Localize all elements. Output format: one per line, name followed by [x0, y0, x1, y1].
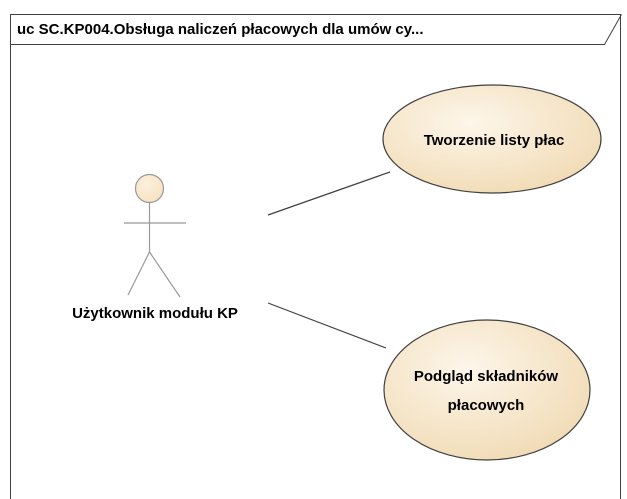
use-case-label-line-2: płacowych [448, 397, 525, 414]
actor-left-leg [127, 251, 151, 296]
use-case-label: Tworzenie listy płac [424, 132, 565, 149]
actor-name: Użytkownik modułu KP [72, 305, 238, 322]
actor-figure[interactable] [124, 173, 186, 298]
actor-head [134, 173, 165, 204]
use-case-ellipse [383, 319, 591, 461]
diagram-title-tab [10, 14, 622, 45]
association-line-tworzenie [267, 171, 391, 216]
association-line-podglad [267, 302, 387, 349]
actor-right-leg [149, 251, 181, 298]
use-case-ellipse [382, 84, 602, 194]
diagram-title: uc SC.KP004.Obsługa naliczeń płacowych d… [17, 21, 424, 38]
use-case-label-line-1: Podgląd składników [414, 368, 559, 385]
use-case-tworzenie-listy-plac[interactable]: Tworzenie listy płac [382, 84, 602, 194]
use-case-podglad-skladnikow-placowych[interactable]: Podgląd składników płacowych [383, 319, 591, 461]
